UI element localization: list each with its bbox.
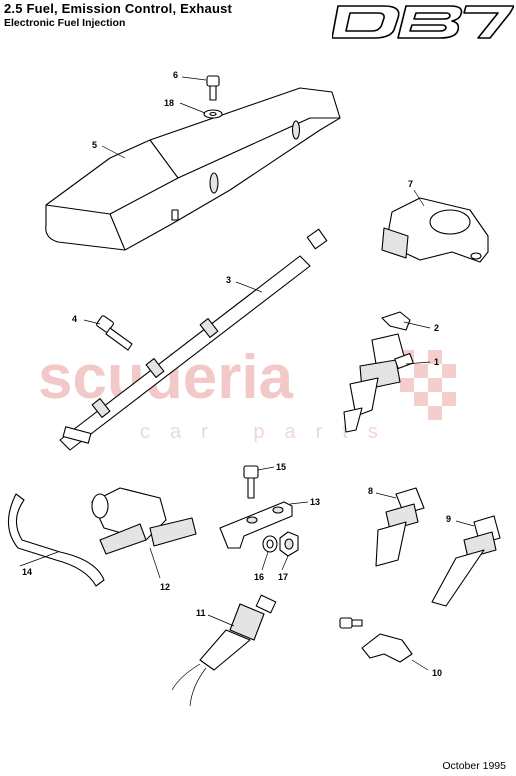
page-title: 2.5 Fuel, Emission Control, Exhaust	[4, 1, 233, 16]
callout-17: 17	[278, 572, 288, 582]
callout-7: 7	[408, 179, 413, 189]
part-12-pressure-regulator	[91, 487, 197, 555]
part-4-bolt	[96, 315, 133, 351]
footer-date: October 1995	[442, 760, 506, 772]
part-6-screw	[206, 75, 220, 101]
callout-8: 8	[368, 486, 373, 496]
watermark-main: scuderia	[38, 343, 294, 412]
part-2-clip	[381, 311, 411, 331]
part-9-temp-sensor	[431, 515, 501, 607]
part-18-washer	[203, 109, 223, 119]
callout-16: 16	[254, 572, 264, 582]
callout-12: 12	[160, 582, 170, 592]
part-5-injector-cover	[45, 87, 341, 251]
leader-lines	[19, 76, 475, 671]
callout-14: 14	[22, 567, 32, 577]
callout-6: 6	[173, 70, 178, 80]
part-8-temp-sensor	[375, 487, 425, 567]
part-15-bolt	[243, 465, 259, 499]
db7-logo	[332, 5, 514, 39]
callout-4: 4	[72, 314, 77, 324]
callout-18: 18	[164, 98, 174, 108]
callout-1: 1	[434, 357, 439, 367]
callout-10: 10	[432, 668, 442, 678]
callout-9: 9	[446, 514, 451, 524]
watermark-sub: car parts	[140, 421, 398, 443]
callout-3: 3	[226, 275, 231, 285]
watermark: scuderia car parts	[38, 343, 456, 443]
part-13-bracket	[219, 501, 293, 549]
part-1-injector	[343, 333, 414, 433]
part-14-hose	[7, 493, 105, 587]
callouts: 1 2 3 4 5 6 7 8 9 10 11 12 13 14 15 16 1…	[22, 70, 451, 678]
part-10-clip	[339, 617, 413, 663]
callout-15: 15	[276, 462, 286, 472]
callout-11: 11	[196, 608, 206, 618]
part-7-sensor	[381, 197, 489, 263]
callout-13: 13	[310, 497, 320, 507]
callout-2: 2	[434, 323, 439, 333]
part-11-sensor	[171, 594, 277, 707]
page-subtitle: Electronic Fuel Injection	[4, 17, 126, 29]
part-16-washer	[262, 535, 278, 553]
part-17-nut	[279, 531, 299, 557]
callout-5: 5	[92, 140, 97, 150]
part-3-fuel-rail	[59, 228, 328, 451]
